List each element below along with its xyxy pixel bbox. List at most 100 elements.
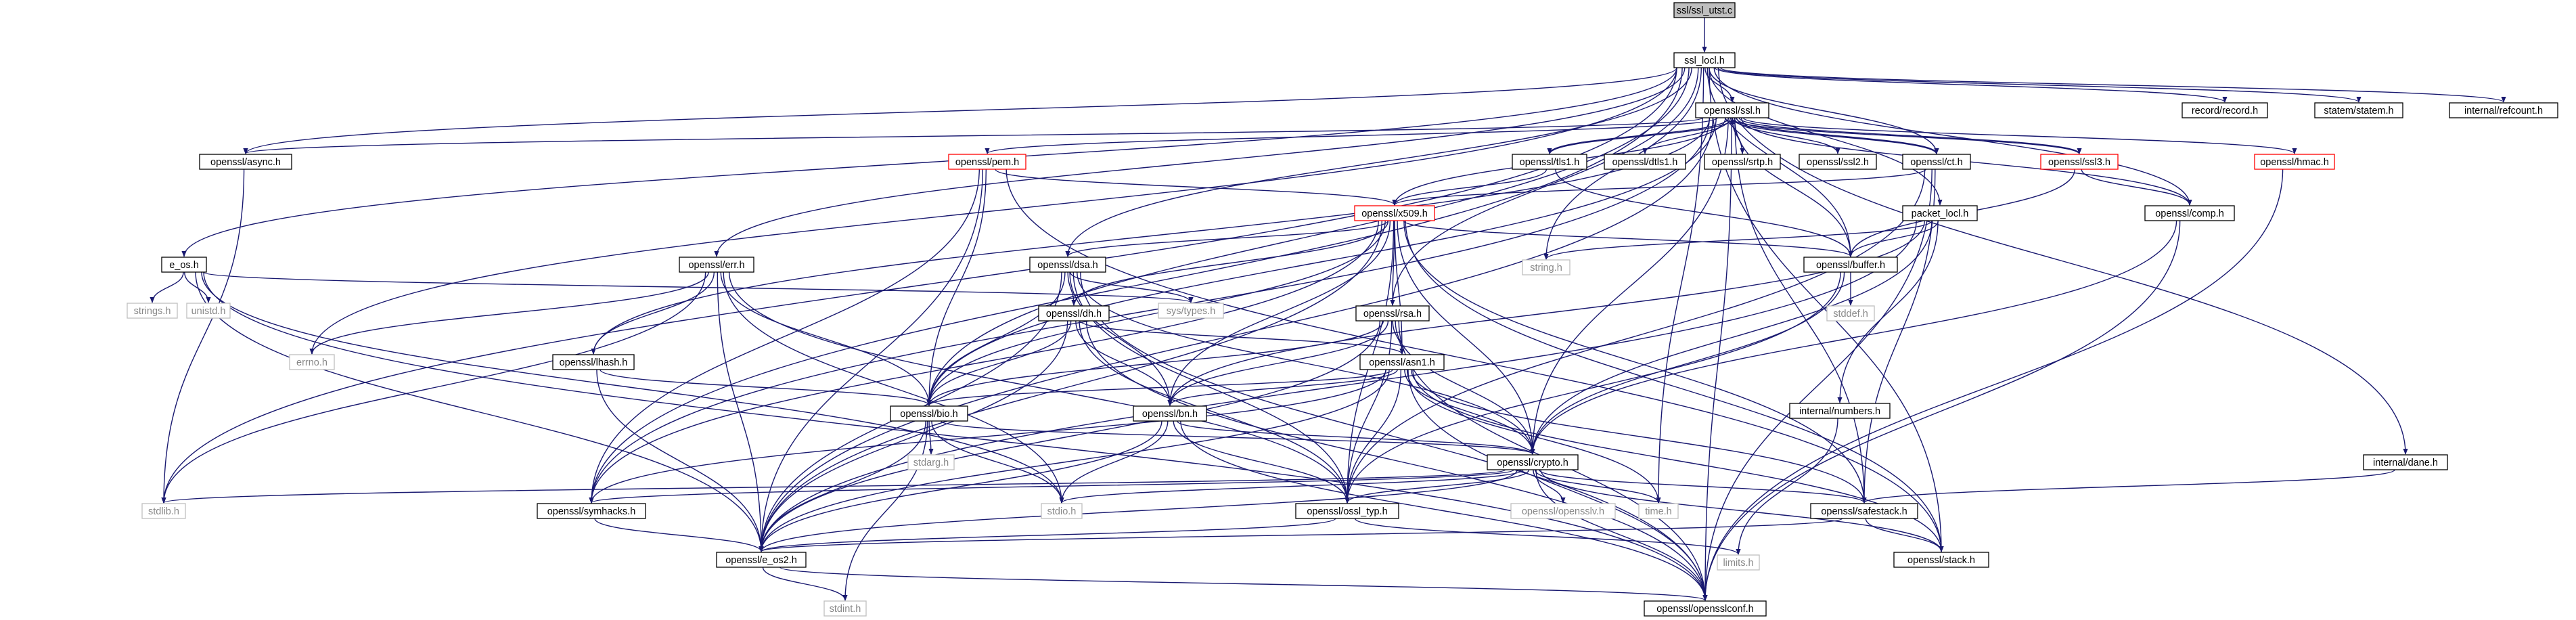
node-async[interactable]: openssl/async.h bbox=[199, 154, 292, 170]
edge-ssl_locl-to-statem bbox=[1717, 67, 2362, 103]
node-ssl-utst[interactable]: ssl/ssl_utst.c bbox=[1673, 2, 1736, 18]
edge-line bbox=[1404, 369, 1535, 455]
node-ssl2[interactable]: openssl/ssl2.h bbox=[1799, 154, 1877, 170]
edge-line bbox=[1718, 67, 2408, 455]
edge-line bbox=[1403, 220, 1867, 504]
edge-x509-to-symhacks bbox=[589, 220, 1379, 504]
edge-tls1-to-buffer bbox=[1555, 169, 1853, 257]
edge-ssl3-to-ssl_h bbox=[1730, 118, 2080, 155]
node-err[interactable]: openssl/err.h bbox=[679, 257, 754, 273]
edge-err-to-e_os2 bbox=[717, 271, 764, 552]
edge-line bbox=[591, 271, 715, 355]
edge-pem-to-x509 bbox=[995, 169, 1397, 206]
edge-asn1-to-e_os2 bbox=[759, 369, 1390, 552]
edge-line bbox=[1392, 320, 1405, 355]
node-hmac[interactable]: openssl/hmac.h bbox=[2254, 154, 2335, 170]
edge-line bbox=[1540, 469, 1944, 552]
node-bio[interactable]: openssl/bio.h bbox=[890, 405, 968, 422]
node-e-os[interactable]: e_os.h bbox=[161, 257, 207, 273]
edge-line bbox=[181, 67, 1677, 257]
edge-e_os-to-opensslconf bbox=[203, 271, 1708, 601]
node-e-os2[interactable]: openssl/e_os2.h bbox=[716, 552, 807, 568]
edge-pem-to-bio bbox=[926, 169, 987, 406]
edge-line bbox=[1394, 220, 1405, 355]
node-opensslconf[interactable]: openssl/opensslconf.h bbox=[1644, 600, 1767, 617]
edge-packet-to-bn bbox=[1167, 220, 1925, 406]
node-statem[interactable]: statem/statem.h bbox=[2314, 102, 2403, 118]
node-asn1[interactable]: openssl/asn1.h bbox=[1359, 354, 1445, 370]
edge-line bbox=[1530, 117, 1729, 455]
node-ossl-typ[interactable]: openssl/ossl_typ.h bbox=[1295, 503, 1399, 519]
edge-line bbox=[926, 271, 1066, 406]
node-crypto[interactable]: openssl/crypto.h bbox=[1487, 454, 1579, 470]
node-rsa[interactable]: openssl/rsa.h bbox=[1355, 305, 1430, 322]
node-label: e_os.h bbox=[169, 260, 199, 271]
edge-line bbox=[203, 271, 1194, 303]
edge-comp-to-crypto bbox=[1530, 220, 2177, 455]
edge-bn-to-opensslconf bbox=[1180, 420, 1708, 601]
node-stack[interactable]: openssl/stack.h bbox=[1893, 552, 1989, 568]
edge-ssl_locl-to-symhacks bbox=[589, 67, 1683, 504]
node-safestack[interactable]: openssl/safestack.h bbox=[1810, 503, 1918, 519]
node-pem[interactable]: openssl/pem.h bbox=[948, 154, 1026, 170]
edge-crypto-to-symhacks bbox=[589, 469, 1514, 504]
node-buffer[interactable]: openssl/buffer.h bbox=[1803, 257, 1898, 273]
node-label: internal/refcount.h bbox=[2464, 106, 2543, 116]
node-symhacks[interactable]: openssl/symhacks.h bbox=[537, 503, 646, 519]
edge-ssl_h-to-opensslconf bbox=[1702, 117, 1732, 601]
edge-ossl_typ-to-limits bbox=[1354, 518, 1741, 555]
node-label: errno.h bbox=[296, 357, 327, 368]
edge-pem-to-symhacks bbox=[589, 169, 980, 504]
edge-line bbox=[1709, 67, 1939, 154]
node-label: stdarg.h bbox=[913, 458, 949, 468]
edge-line bbox=[926, 320, 1072, 406]
node-srtp[interactable]: openssl/srtp.h bbox=[1704, 154, 1781, 170]
edge-line bbox=[714, 67, 1686, 257]
edge-safestack-to-stack bbox=[1865, 518, 1944, 552]
edge-line bbox=[1177, 420, 1535, 455]
edge-line bbox=[759, 220, 1382, 552]
edge-line bbox=[926, 369, 1393, 406]
node-box bbox=[1644, 600, 1767, 617]
node-ct[interactable]: openssl/ct.h bbox=[1902, 154, 1971, 170]
edge-ssl_h-to-tls1 bbox=[1547, 117, 1730, 154]
node-numbers[interactable]: internal/numbers.h bbox=[1789, 403, 1891, 419]
node-lhash[interactable]: openssl/lhash.h bbox=[552, 354, 635, 370]
node-dsa[interactable]: openssl/dsa.h bbox=[1029, 257, 1106, 273]
edge-ssl_locl-to-comp bbox=[1713, 67, 2192, 206]
edge-line bbox=[150, 271, 184, 303]
edge-line bbox=[162, 469, 1506, 504]
edge-packet-to-crypto bbox=[1530, 220, 1933, 455]
node-ssl-h[interactable]: openssl/ssl.h bbox=[1695, 102, 1769, 118]
node-ssl3[interactable]: openssl/ssl3.h bbox=[2040, 154, 2119, 170]
edge-ssl_h-to-crypto bbox=[1530, 117, 1729, 455]
node-refcount[interactable]: internal/refcount.h bbox=[2449, 102, 2558, 118]
node-label: openssl/srtp.h bbox=[1712, 157, 1773, 168]
edge-line bbox=[1730, 118, 1937, 155]
node-x509[interactable]: openssl/x509.h bbox=[1354, 205, 1435, 221]
edge-err-to-bio bbox=[720, 271, 932, 406]
node-stdint: stdint.h bbox=[823, 600, 867, 617]
edge-x509-to-dh bbox=[1071, 220, 1389, 306]
node-box bbox=[1673, 2, 1736, 18]
edge-crypto-to-safestack bbox=[1539, 469, 1867, 504]
edge-ssl_locl-to-ct bbox=[1709, 67, 1939, 154]
node-label: openssl/bio.h bbox=[900, 409, 957, 420]
node-record[interactable]: record/record.h bbox=[2182, 102, 2268, 118]
edge-pem-to-e_os2 bbox=[759, 169, 984, 552]
node-box bbox=[199, 154, 292, 170]
node-box bbox=[2182, 102, 2268, 118]
node-comp[interactable]: openssl/comp.h bbox=[2144, 205, 2235, 221]
node-dh[interactable]: openssl/dh.h bbox=[1038, 305, 1110, 322]
node-box bbox=[1902, 154, 1971, 170]
node-dtls1[interactable]: openssl/dtls1.h bbox=[1604, 154, 1686, 170]
node-dane[interactable]: internal/dane.h bbox=[2363, 454, 2448, 470]
node-packet[interactable]: packet_locl.h bbox=[1902, 205, 1978, 221]
node-bn[interactable]: openssl/bn.h bbox=[1133, 405, 1207, 422]
edge-crypto-to-ossl_typ bbox=[1345, 469, 1530, 504]
node-tls1[interactable]: openssl/tls1.h bbox=[1512, 154, 1587, 170]
edge-line bbox=[596, 369, 764, 552]
node-ssl-locl[interactable]: ssl_locl.h bbox=[1673, 52, 1736, 68]
node-box bbox=[2144, 205, 2235, 221]
edge-lhash-to-bio bbox=[600, 369, 932, 406]
